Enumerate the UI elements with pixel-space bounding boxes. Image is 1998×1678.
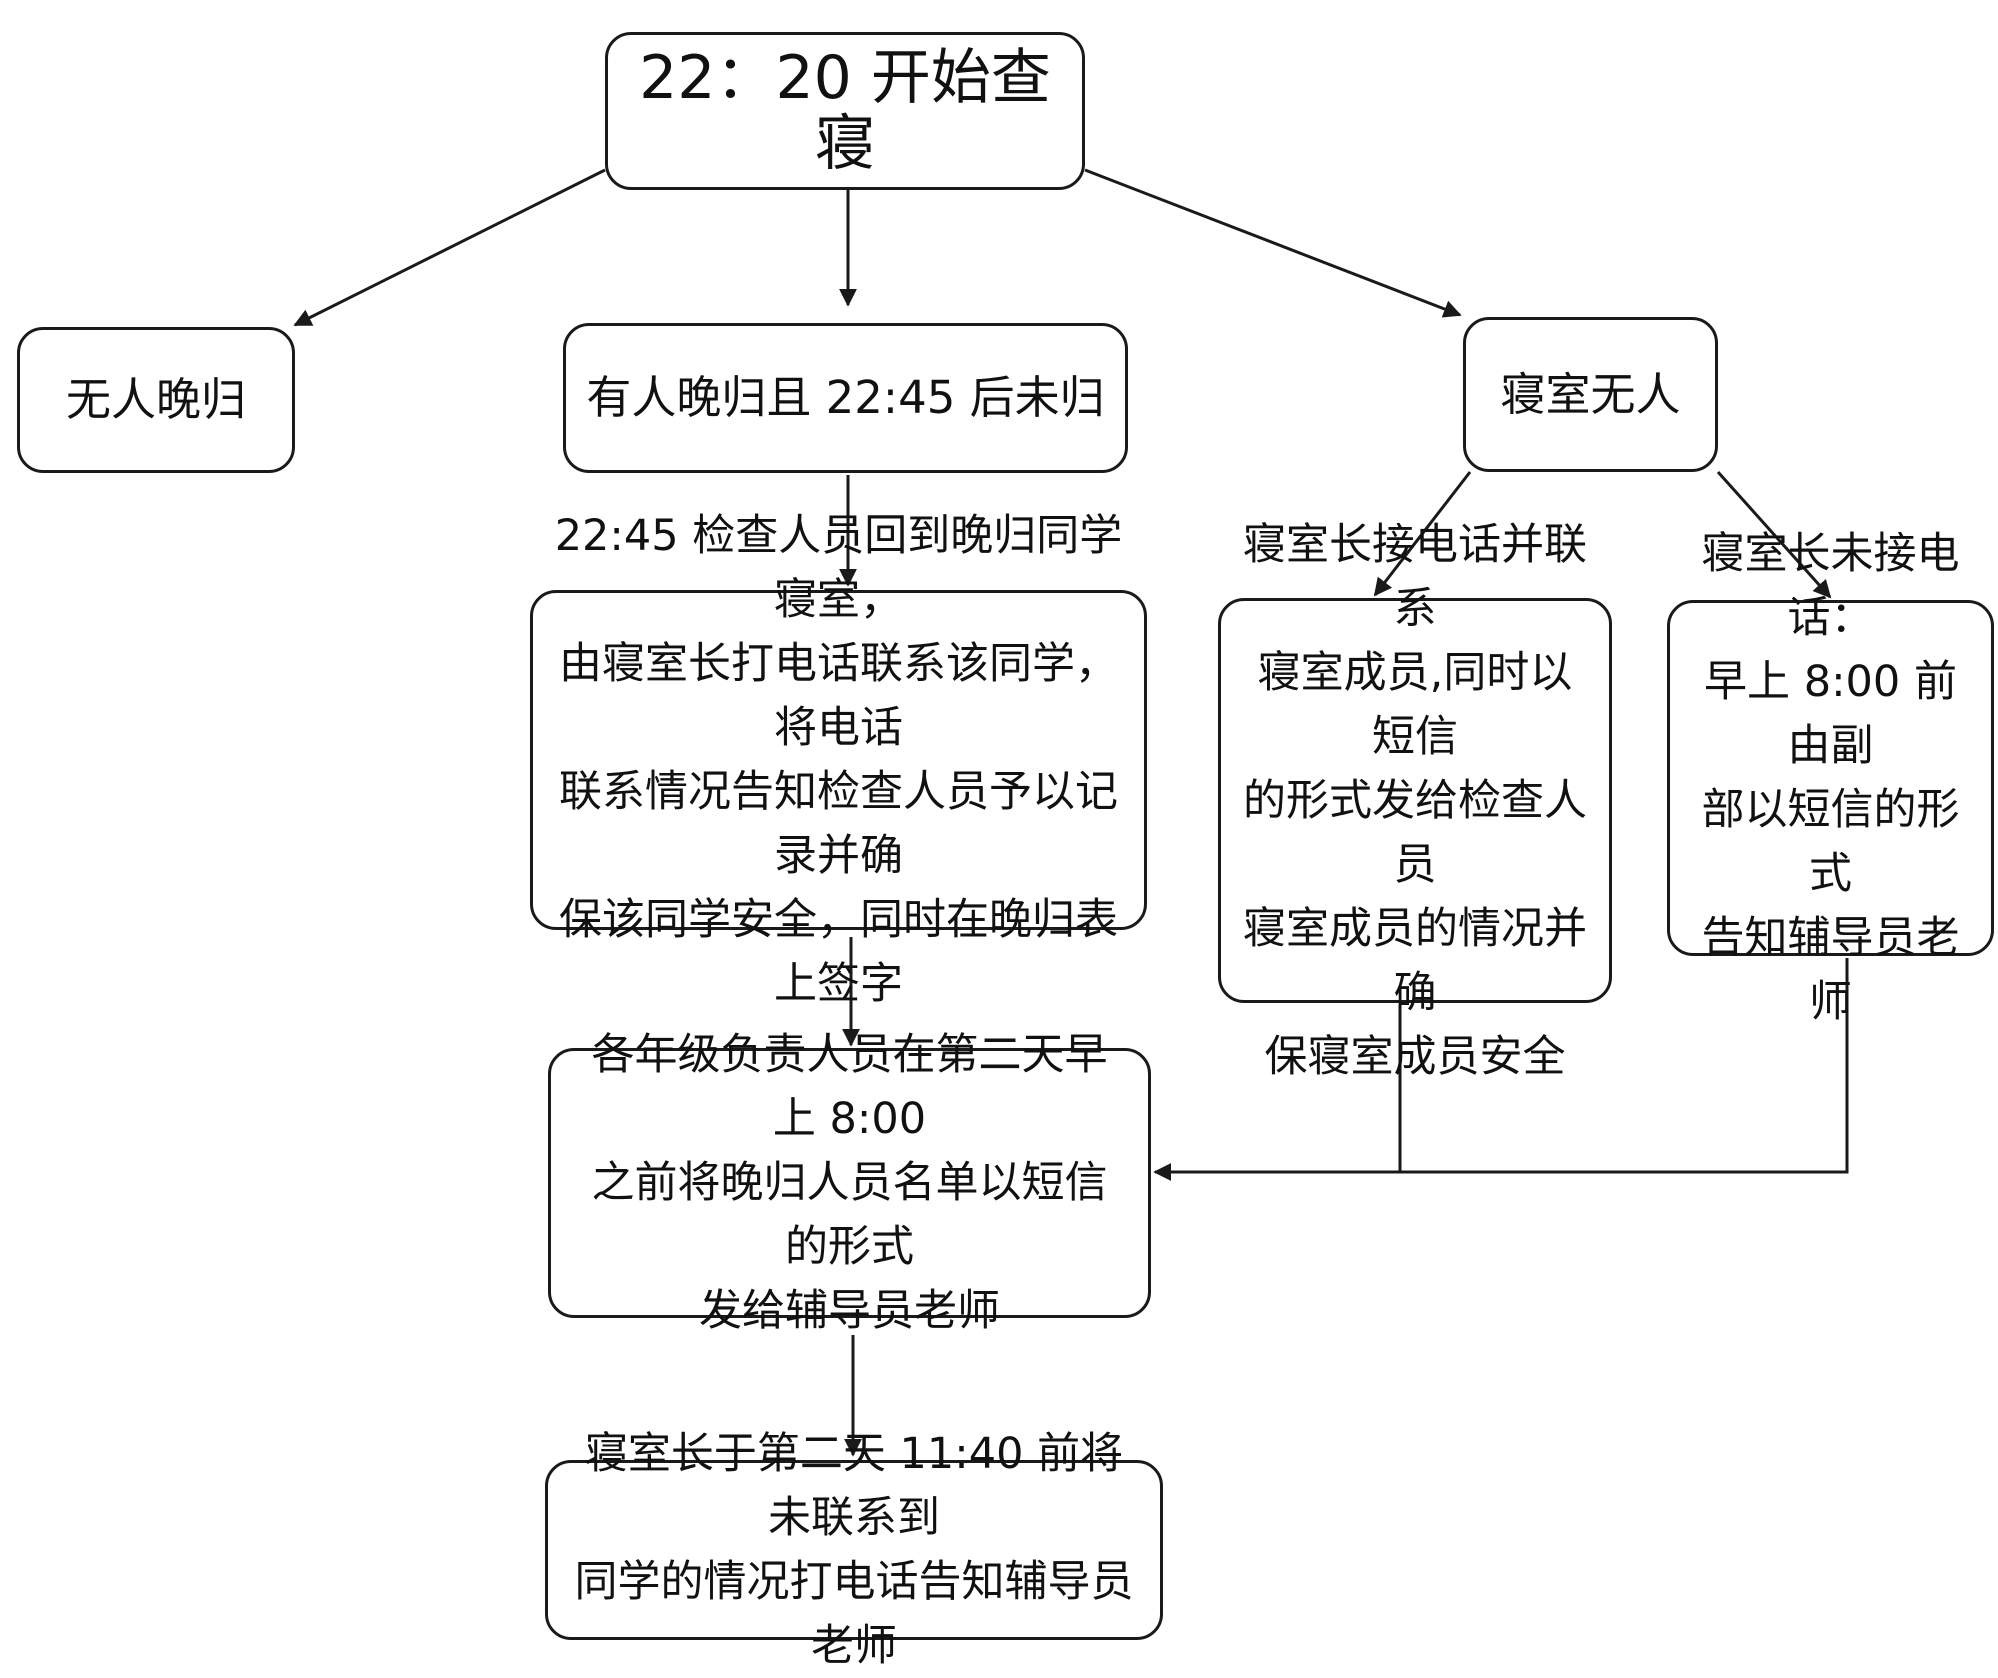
node-final-call-label: 寝室长于第二天 11:40 前将未联系到 同学的情况打电话告知辅导员老师 [574, 1429, 1134, 1671]
node-final-call: 寝室长于第二天 11:40 前将未联系到 同学的情况打电话告知辅导员老师 [545, 1429, 1163, 1671]
node-start: 22：20 开始查寝 [605, 32, 1085, 190]
line-not-answered-to-report [1400, 958, 1849, 1174]
node-no-late: 无人晚归 [17, 327, 295, 473]
node-leader-not-answered: 寝室长未接电话： 早上 8:00 前由副 部以短信的形式 告知辅导员老师 [1667, 529, 1994, 1027]
node-leader-answered: 寝室长接电话并联系 寝室成员,同时以短信 的形式发给检查人员 寝室成员的情况并确… [1218, 520, 1612, 1082]
node-no-late-label: 无人晚归 [65, 373, 246, 426]
arrow-start-to-empty [1084, 168, 1462, 318]
node-leader-answered-label: 寝室长接电话并联系 寝室成员,同时以短信 的形式发给检查人员 寝室成员的情况并确… [1243, 519, 1587, 1082]
arrow-start-to-no-late [293, 168, 606, 327]
node-late-not-back: 有人晚归且 22:45 后未归 [563, 323, 1128, 473]
node-start-label: 22：20 开始查寝 [639, 43, 1051, 179]
arrow-empty-to-not-answered [1716, 470, 1832, 599]
node-grade-report: 各年级负责人员在第二天早上 8:00 之前将晚归人员名单以短信的形式 发给辅导员… [548, 1030, 1151, 1336]
node-late-not-back-label: 有人晚归且 22:45 后未归 [586, 371, 1105, 424]
node-room-empty: 寝室无人 [1463, 317, 1718, 472]
node-leader-not-answered-label: 寝室长未接电话： 早上 8:00 前由副 部以短信的形式 告知辅导员老师 [1701, 529, 1960, 1027]
node-check-2245: 22:45 检查人员回到晚归同学寝室， 由寝室长打电话联系该同学，将电话 联系情… [530, 511, 1147, 1009]
node-grade-report-label: 各年级负责人员在第二天早上 8:00 之前将晚归人员名单以短信的形式 发给辅导员… [591, 1030, 1108, 1336]
node-check-2245-label: 22:45 检查人员回到晚归同学寝室， 由寝室长打电话联系该同学，将电话 联系情… [554, 511, 1123, 1009]
node-room-empty-label: 寝室无人 [1500, 367, 1681, 421]
arrow-empty-to-answered [1373, 471, 1472, 597]
